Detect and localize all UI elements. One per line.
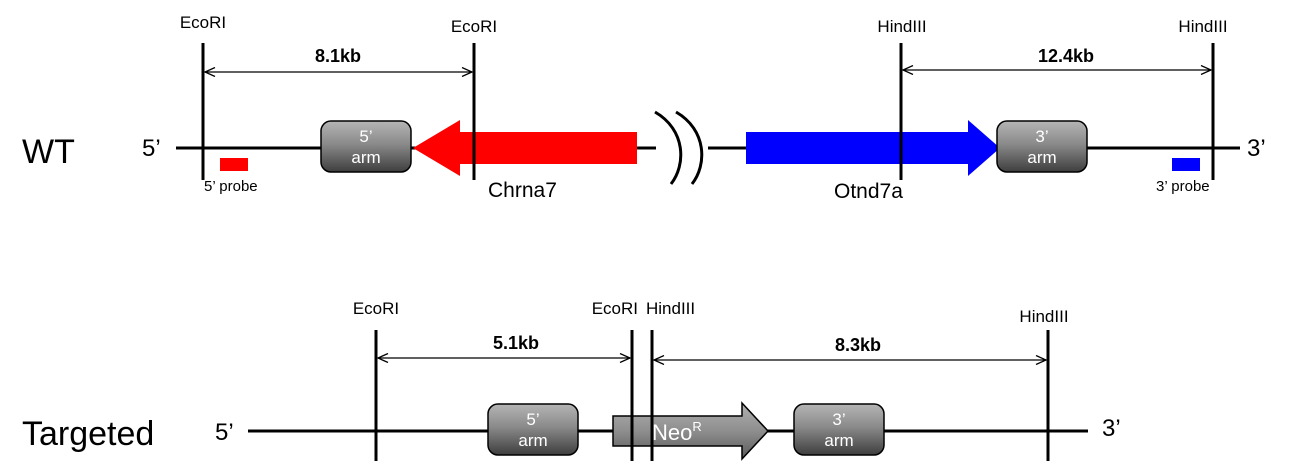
wt-chrna7-gene-arrow (413, 120, 637, 176)
targeted-hindiii-label-2: HindIII (1019, 307, 1068, 326)
targeted-ecori-label-1: EcoRI (353, 299, 399, 318)
targeted-3-arm-box (793, 403, 885, 456)
targeted-3-arm-top-text: 3’ (832, 410, 845, 429)
wt-three-prime-end: 3’ (1247, 135, 1266, 162)
targeted-5-arm-top-text: 5’ (526, 410, 539, 429)
wt-3-arm-box (996, 120, 1088, 173)
wt-hindiii-distance-label: 12.4kb (1038, 46, 1094, 66)
wt-ecori-distance-label: 8.1kb (315, 46, 361, 66)
targeted-neor-label: NeoR (652, 419, 702, 445)
wt-ecori-label-2: EcoRI (451, 17, 497, 36)
wt-row-label: WT (22, 133, 75, 171)
targeted-3-arm-bottom-text: arm (824, 431, 853, 450)
wt-hindiii-label-2: HindIII (1178, 17, 1227, 36)
targeted-ecori-distance-label: 5.1kb (493, 333, 539, 353)
targeted-hindiii-label-1: HindIII (646, 299, 695, 318)
targeted-hindiii-distance-label: 8.3kb (835, 335, 881, 355)
wt-allele: WT 5’ 3’ Chrna7 Otnd7a 5’ arm 3’ arm Eco… (22, 13, 1266, 203)
wt-chrna7-label: Chrna7 (488, 179, 557, 202)
targeted-row-label: Targeted (22, 415, 154, 453)
wt-3-probe-label: 3’ probe (1156, 178, 1210, 195)
targeted-five-prime-end: 5’ (215, 419, 234, 446)
wt-5-probe-label: 5’ probe (204, 178, 258, 195)
wt-ecori-label-1: EcoRI (180, 13, 226, 32)
targeted-5-arm-box (487, 403, 579, 456)
wt-5-probe-bar (220, 158, 248, 171)
wt-3-arm-bottom-text: arm (1027, 148, 1056, 167)
wt-5-arm-bottom-text: arm (351, 148, 380, 167)
wt-sequence-break-icon (654, 110, 708, 186)
wt-otnd7a-gene-arrow (746, 120, 1000, 176)
wt-hindiii-label-1: HindIII (877, 17, 926, 36)
wt-5-arm-box (320, 120, 412, 173)
targeted-5-arm-bottom-text: arm (518, 431, 547, 450)
wt-3-arm-top-text: 3’ (1035, 127, 1048, 146)
targeted-three-prime-end: 3’ (1102, 415, 1121, 442)
wt-5-arm-top-text: 5’ (359, 127, 372, 146)
wt-otnd7a-label: Otnd7a (834, 180, 903, 203)
wt-five-prime-end: 5’ (142, 135, 161, 162)
wt-3-probe-bar (1172, 158, 1200, 171)
targeted-allele: Targeted 5’ 3’ NeoR 5’ arm 3’ arm EcoRI … (22, 299, 1121, 461)
targeted-ecori-label-2: EcoRI (592, 299, 638, 318)
